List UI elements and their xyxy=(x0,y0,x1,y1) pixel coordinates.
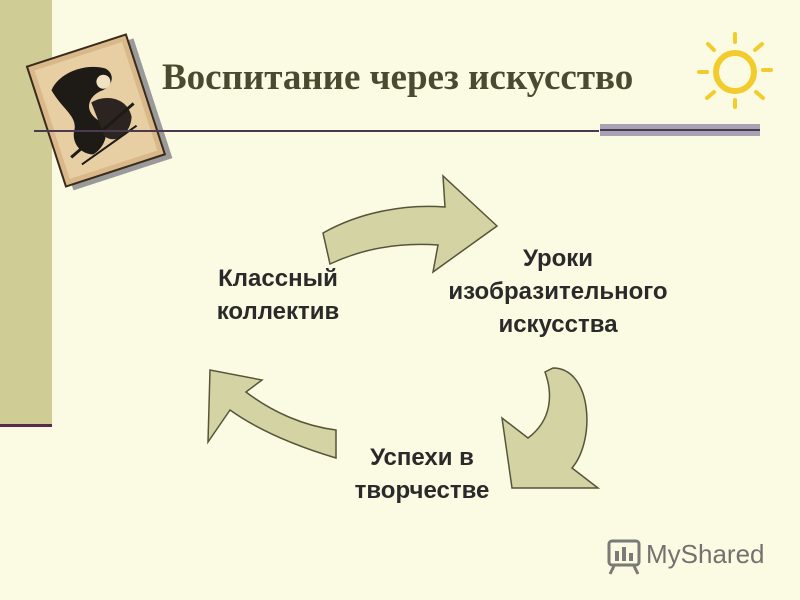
watermark-text: MyShared xyxy=(646,539,765,569)
slide-title: Воспитание через искусство xyxy=(162,57,634,98)
sun-logo-icon xyxy=(697,32,773,109)
title-rule xyxy=(34,130,599,132)
node-creative-success-line2: творчестве xyxy=(354,477,490,504)
node-art-lessons-line3: искусства xyxy=(498,311,618,338)
node-class-team: Классный коллектив xyxy=(178,262,378,328)
cycle-arrow-right xyxy=(500,367,601,489)
cycle-arrow-left xyxy=(207,369,337,460)
node-class-team-line1: Классный xyxy=(218,265,338,292)
node-class-team-line2: коллектив xyxy=(216,298,340,325)
myshared-logo-icon xyxy=(607,539,641,575)
art-picture-icon xyxy=(25,33,173,191)
node-creative-success: Успехи в творчестве xyxy=(322,441,522,507)
left-strip-underline xyxy=(0,424,52,427)
cycle-arrow-top xyxy=(322,174,499,274)
node-art-lessons-line2: изобразительного xyxy=(448,278,668,305)
node-art-lessons: Уроки изобразительного искусства xyxy=(408,242,708,341)
node-art-lessons-line1: Уроки xyxy=(522,245,594,272)
title-rule-accent-line xyxy=(600,129,760,131)
node-creative-success-line1: Успехи в xyxy=(370,444,474,471)
